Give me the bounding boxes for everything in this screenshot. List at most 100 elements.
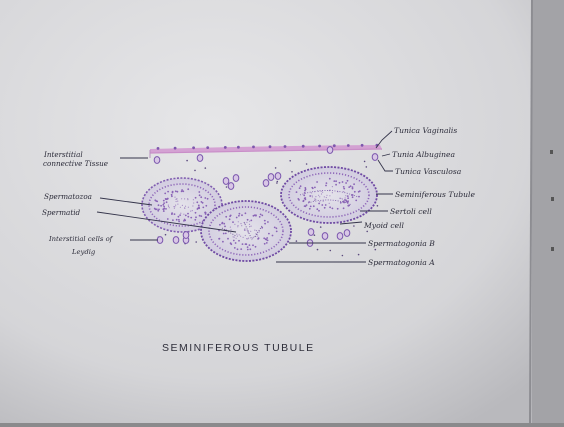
- germ-cell-dot: [353, 190, 356, 193]
- surface-nucleus: [318, 144, 321, 148]
- germ-cell-dot: [346, 195, 349, 198]
- leader-tunica-albuginea: [381, 153, 391, 157]
- germ-cell-dot: [331, 207, 334, 210]
- germ-cell-dot: [318, 209, 320, 212]
- germ-cell-dot: [321, 204, 324, 206]
- germ-cell-dot: [336, 207, 339, 210]
- germ-cell-dot: [174, 196, 176, 198]
- notebook-edge: [532, 0, 564, 423]
- germ-cell-dot: [254, 245, 257, 248]
- leydig-cell: [222, 177, 230, 185]
- germ-cell-dot: [343, 191, 345, 193]
- germ-cell-dot: [200, 215, 203, 218]
- germ-cell-dot: [271, 234, 274, 237]
- germ-cell-dot: [314, 198, 316, 200]
- germ-cell-dot: [194, 211, 197, 214]
- germ-cell-dot: [347, 200, 349, 203]
- seminiferous-tubule-right: [280, 166, 378, 224]
- germ-cell-dot: [245, 243, 248, 246]
- leydig-cell: [307, 228, 315, 236]
- germ-cell-dot: [304, 189, 306, 192]
- surface-nucleus: [346, 144, 350, 147]
- surface-nucleus: [360, 143, 364, 147]
- germ-cell-dot: [235, 216, 238, 219]
- germ-cell-dot: [223, 222, 226, 225]
- germ-cell-dot: [253, 236, 255, 238]
- germ-cell-dot: [246, 238, 248, 240]
- germ-cell-dot: [339, 201, 342, 204]
- germ-cell-dot: [331, 186, 333, 188]
- germ-cell-dot: [257, 235, 259, 237]
- germ-cell-dot: [310, 192, 313, 194]
- germ-cell-dot: [175, 198, 177, 200]
- germ-cell-dot: [252, 214, 255, 217]
- interstitial-dot: [376, 205, 379, 207]
- interstitial-dot: [353, 225, 355, 227]
- germ-cell-dot: [194, 218, 197, 221]
- germ-cell-dot: [166, 197, 169, 200]
- germ-cell-dot: [299, 185, 302, 188]
- germ-cell-dot: [198, 194, 201, 197]
- germ-cell-dot: [351, 187, 354, 190]
- germ-cell-dot: [304, 197, 307, 199]
- germ-cell-dot: [240, 223, 242, 225]
- germ-cell-dot: [248, 223, 251, 225]
- germ-cell-dot: [338, 181, 341, 184]
- germ-cell-dot: [243, 229, 246, 231]
- germ-cell-dot: [235, 237, 237, 239]
- germ-cell-dot: [187, 212, 189, 215]
- germ-cell-dot: [222, 240, 224, 243]
- germ-cell-dot: [298, 187, 301, 190]
- germ-cell-dot: [261, 214, 264, 217]
- germ-cell-dot: [238, 214, 240, 217]
- germ-cell-dot: [162, 210, 165, 213]
- interstitial-dot: [186, 159, 188, 162]
- germ-cell-dot: [200, 201, 203, 203]
- germ-cell-dot: [227, 237, 229, 240]
- germ-cell-dot: [172, 219, 174, 222]
- germ-cell-dot: [184, 214, 187, 217]
- surface-nucleus: [332, 144, 336, 148]
- germ-cell-dot: [249, 220, 251, 222]
- germ-cell-dot: [247, 237, 250, 239]
- germ-cell-dot: [157, 209, 160, 212]
- leydig-cell: [227, 182, 235, 190]
- germ-cell-dot: [353, 183, 355, 186]
- surface-nucleus: [268, 145, 272, 149]
- leydig-cell: [182, 231, 190, 239]
- germ-cell-dot: [170, 193, 173, 196]
- germ-cell-dot: [250, 219, 253, 222]
- label-myoid-cell: Myoid cell: [363, 221, 405, 230]
- surface-nucleus: [192, 146, 196, 150]
- germ-cell-dot: [177, 200, 179, 202]
- germ-cell-dot: [162, 203, 165, 206]
- germ-cell-dot: [238, 239, 240, 242]
- germ-cell-dot: [233, 236, 235, 238]
- notebook-edge-line: [529, 0, 533, 424]
- germ-cell-dot: [315, 196, 317, 198]
- surface-nucleus: [252, 145, 255, 149]
- germ-cell-dot: [320, 193, 323, 195]
- leydig-cell: [196, 154, 204, 162]
- germ-cell-dot: [184, 207, 186, 209]
- germ-cell-dot: [232, 239, 235, 242]
- germ-cell-dot: [259, 213, 262, 216]
- germ-cell-dot: [247, 238, 249, 240]
- germ-cell-dot: [342, 207, 345, 210]
- germ-cell-dot: [319, 196, 321, 198]
- germ-cell-dot: [197, 204, 200, 207]
- germ-cell-dot: [335, 180, 337, 183]
- germ-cell-dot: [171, 213, 173, 216]
- germ-cell-dot: [357, 190, 360, 193]
- label-tunica-vaginalis: Tunica Vaginalis: [394, 126, 457, 135]
- germ-cell-dot: [192, 199, 194, 201]
- germ-cell-dot: [323, 206, 326, 209]
- leader-spermatozoa: [99, 197, 153, 206]
- germ-cell-dot: [163, 205, 166, 208]
- germ-cell-dot: [312, 205, 315, 208]
- germ-cell-dot: [234, 223, 236, 225]
- germ-cell-dot: [167, 204, 169, 206]
- tunica-albuginea-line: [149, 148, 383, 154]
- label-interstitial-ct-2: connective Tissue: [43, 159, 108, 168]
- germ-cell-dot: [257, 237, 260, 240]
